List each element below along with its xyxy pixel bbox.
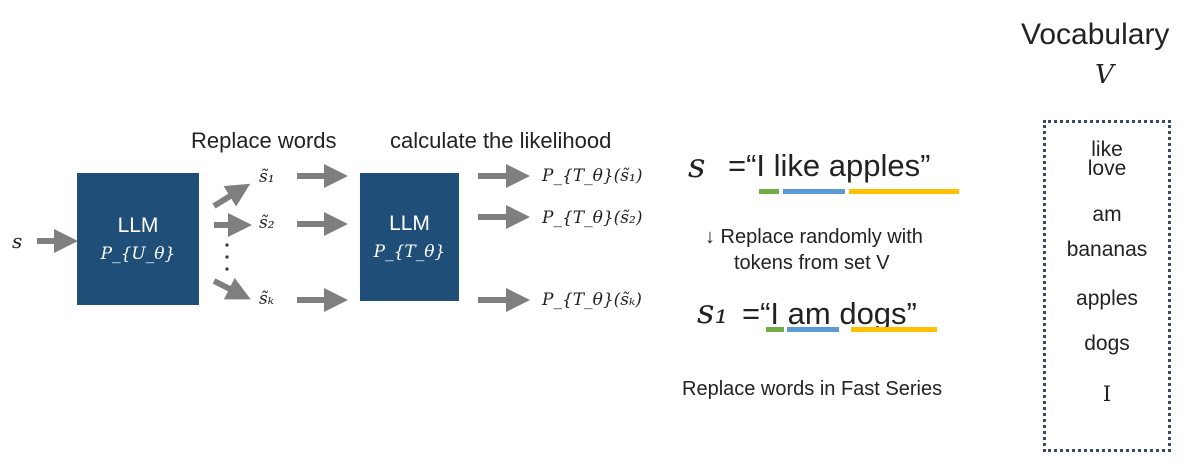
underline-yellow-1 — [849, 189, 959, 194]
example-replaced-text: =“I am dogs” — [742, 296, 917, 331]
likelihood-1: P_{T_θ}(s̃₁) — [542, 166, 643, 186]
llm-2-title: LLM — [389, 212, 430, 235]
sample-2: s̃₂ — [259, 213, 275, 233]
replace-randomly-text: ↓ Replace randomly with — [705, 226, 923, 248]
llm-box-1: LLM P_{U_θ} — [77, 173, 199, 305]
underline-blue-2 — [787, 327, 839, 332]
sample-k: s̃ₖ — [259, 289, 274, 309]
vocabulary-symbol: V — [1095, 60, 1114, 90]
likelihood-k: P_{T_θ}(s̃ₖ) — [542, 290, 642, 310]
vocab-word: love — [1087, 157, 1127, 180]
example-original-text: =“I like apples” — [728, 148, 931, 183]
underline-green-1 — [759, 189, 779, 194]
vocab-word: I — [1102, 382, 1112, 406]
vocab-word: am — [1092, 203, 1122, 226]
vocabulary-box — [1043, 120, 1171, 452]
example-replaced-var: s₁ — [697, 292, 729, 332]
input-s: s — [12, 229, 23, 253]
tokens-from-set-text: tokens from set V — [734, 252, 890, 274]
sample-1: s̃₁ — [259, 167, 275, 187]
branch-arrow-1 — [212, 183, 251, 209]
underline-yellow-2 — [851, 327, 937, 332]
calc-likelihood-label: calculate the likelihood — [390, 128, 612, 153]
vocab-word: apples — [1076, 287, 1138, 310]
vocab-word: bananas — [1066, 238, 1148, 261]
replace-words-label: Replace words — [191, 128, 337, 153]
llm-1-prob: P_{U_θ} — [100, 244, 176, 264]
vocab-word: like — [1091, 138, 1123, 161]
ellipsis-dots — [225, 243, 229, 271]
vocab-word: dogs — [1084, 332, 1130, 355]
llm-2-prob: P_{T_θ} — [373, 242, 446, 262]
llm-1-title: LLM — [117, 214, 159, 237]
example-original-var: s — [688, 146, 706, 186]
underline-blue-1 — [783, 189, 845, 194]
caption: Replace words in Fast Series — [682, 378, 943, 400]
branch-arrow-k — [212, 277, 251, 300]
underline-green-2 — [766, 327, 784, 332]
llm-box-2: LLM P_{T_θ} — [360, 173, 459, 301]
likelihood-2: P_{T_θ}(s̃₂) — [542, 208, 643, 228]
vocabulary-title: Vocabulary — [1021, 18, 1170, 51]
